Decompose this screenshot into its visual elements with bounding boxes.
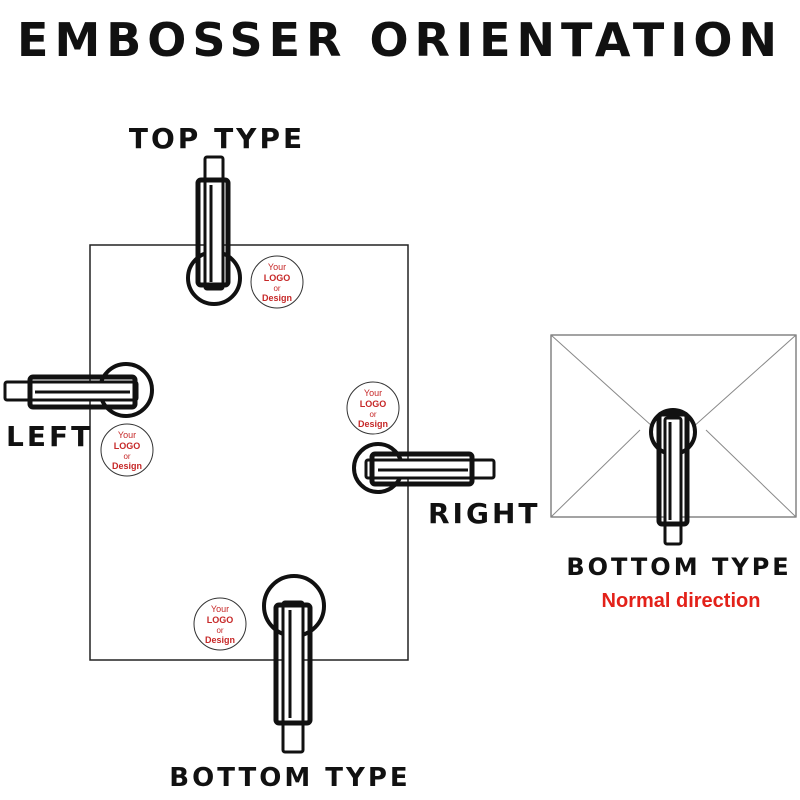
seal-line-your: Your <box>211 604 229 614</box>
seal-line-design: Design <box>358 419 388 429</box>
logo-seal-left: Your LOGO or Design <box>100 423 154 477</box>
top-type-label: TOP TYPE <box>129 122 305 155</box>
envelope-bottom-type-label: BOTTOM TYPE <box>566 553 791 581</box>
right-embosser-icon <box>352 442 496 494</box>
left-label: LEFT <box>6 420 93 453</box>
seal-line-design: Design <box>205 635 235 645</box>
seal-line-or: or <box>216 626 223 635</box>
normal-direction-label: Normal direction <box>602 590 761 612</box>
seal-line-your: Your <box>364 388 382 398</box>
seal-line-your: Your <box>118 430 136 440</box>
seal-line-logo: LOGO <box>360 399 387 409</box>
seal-line-design: Design <box>262 293 292 303</box>
seal-line-logo: LOGO <box>264 273 291 283</box>
right-label: RIGHT <box>428 497 541 530</box>
logo-seal-top: Your LOGO or Design <box>250 255 304 309</box>
seal-line-design: Design <box>112 461 142 471</box>
left-embosser-icon <box>3 362 154 418</box>
bottom-type-label: BOTTOM TYPE <box>169 763 410 793</box>
seal-line-your: Your <box>268 262 286 272</box>
seal-line-logo: LOGO <box>207 615 234 625</box>
logo-seal-bottom: Your LOGO or Design <box>193 597 247 651</box>
bottom-embosser-icon <box>262 574 326 754</box>
seal-line-or: or <box>369 410 376 419</box>
page-title: EMBOSSER ORIENTATION <box>17 13 783 67</box>
seal-line-logo: LOGO <box>114 441 141 451</box>
seal-line-or: or <box>273 284 280 293</box>
top-embosser-icon <box>186 155 242 306</box>
envelope-embosser-icon <box>649 408 697 546</box>
logo-seal-right: Your LOGO or Design <box>346 381 400 435</box>
seal-line-or: or <box>123 452 130 461</box>
